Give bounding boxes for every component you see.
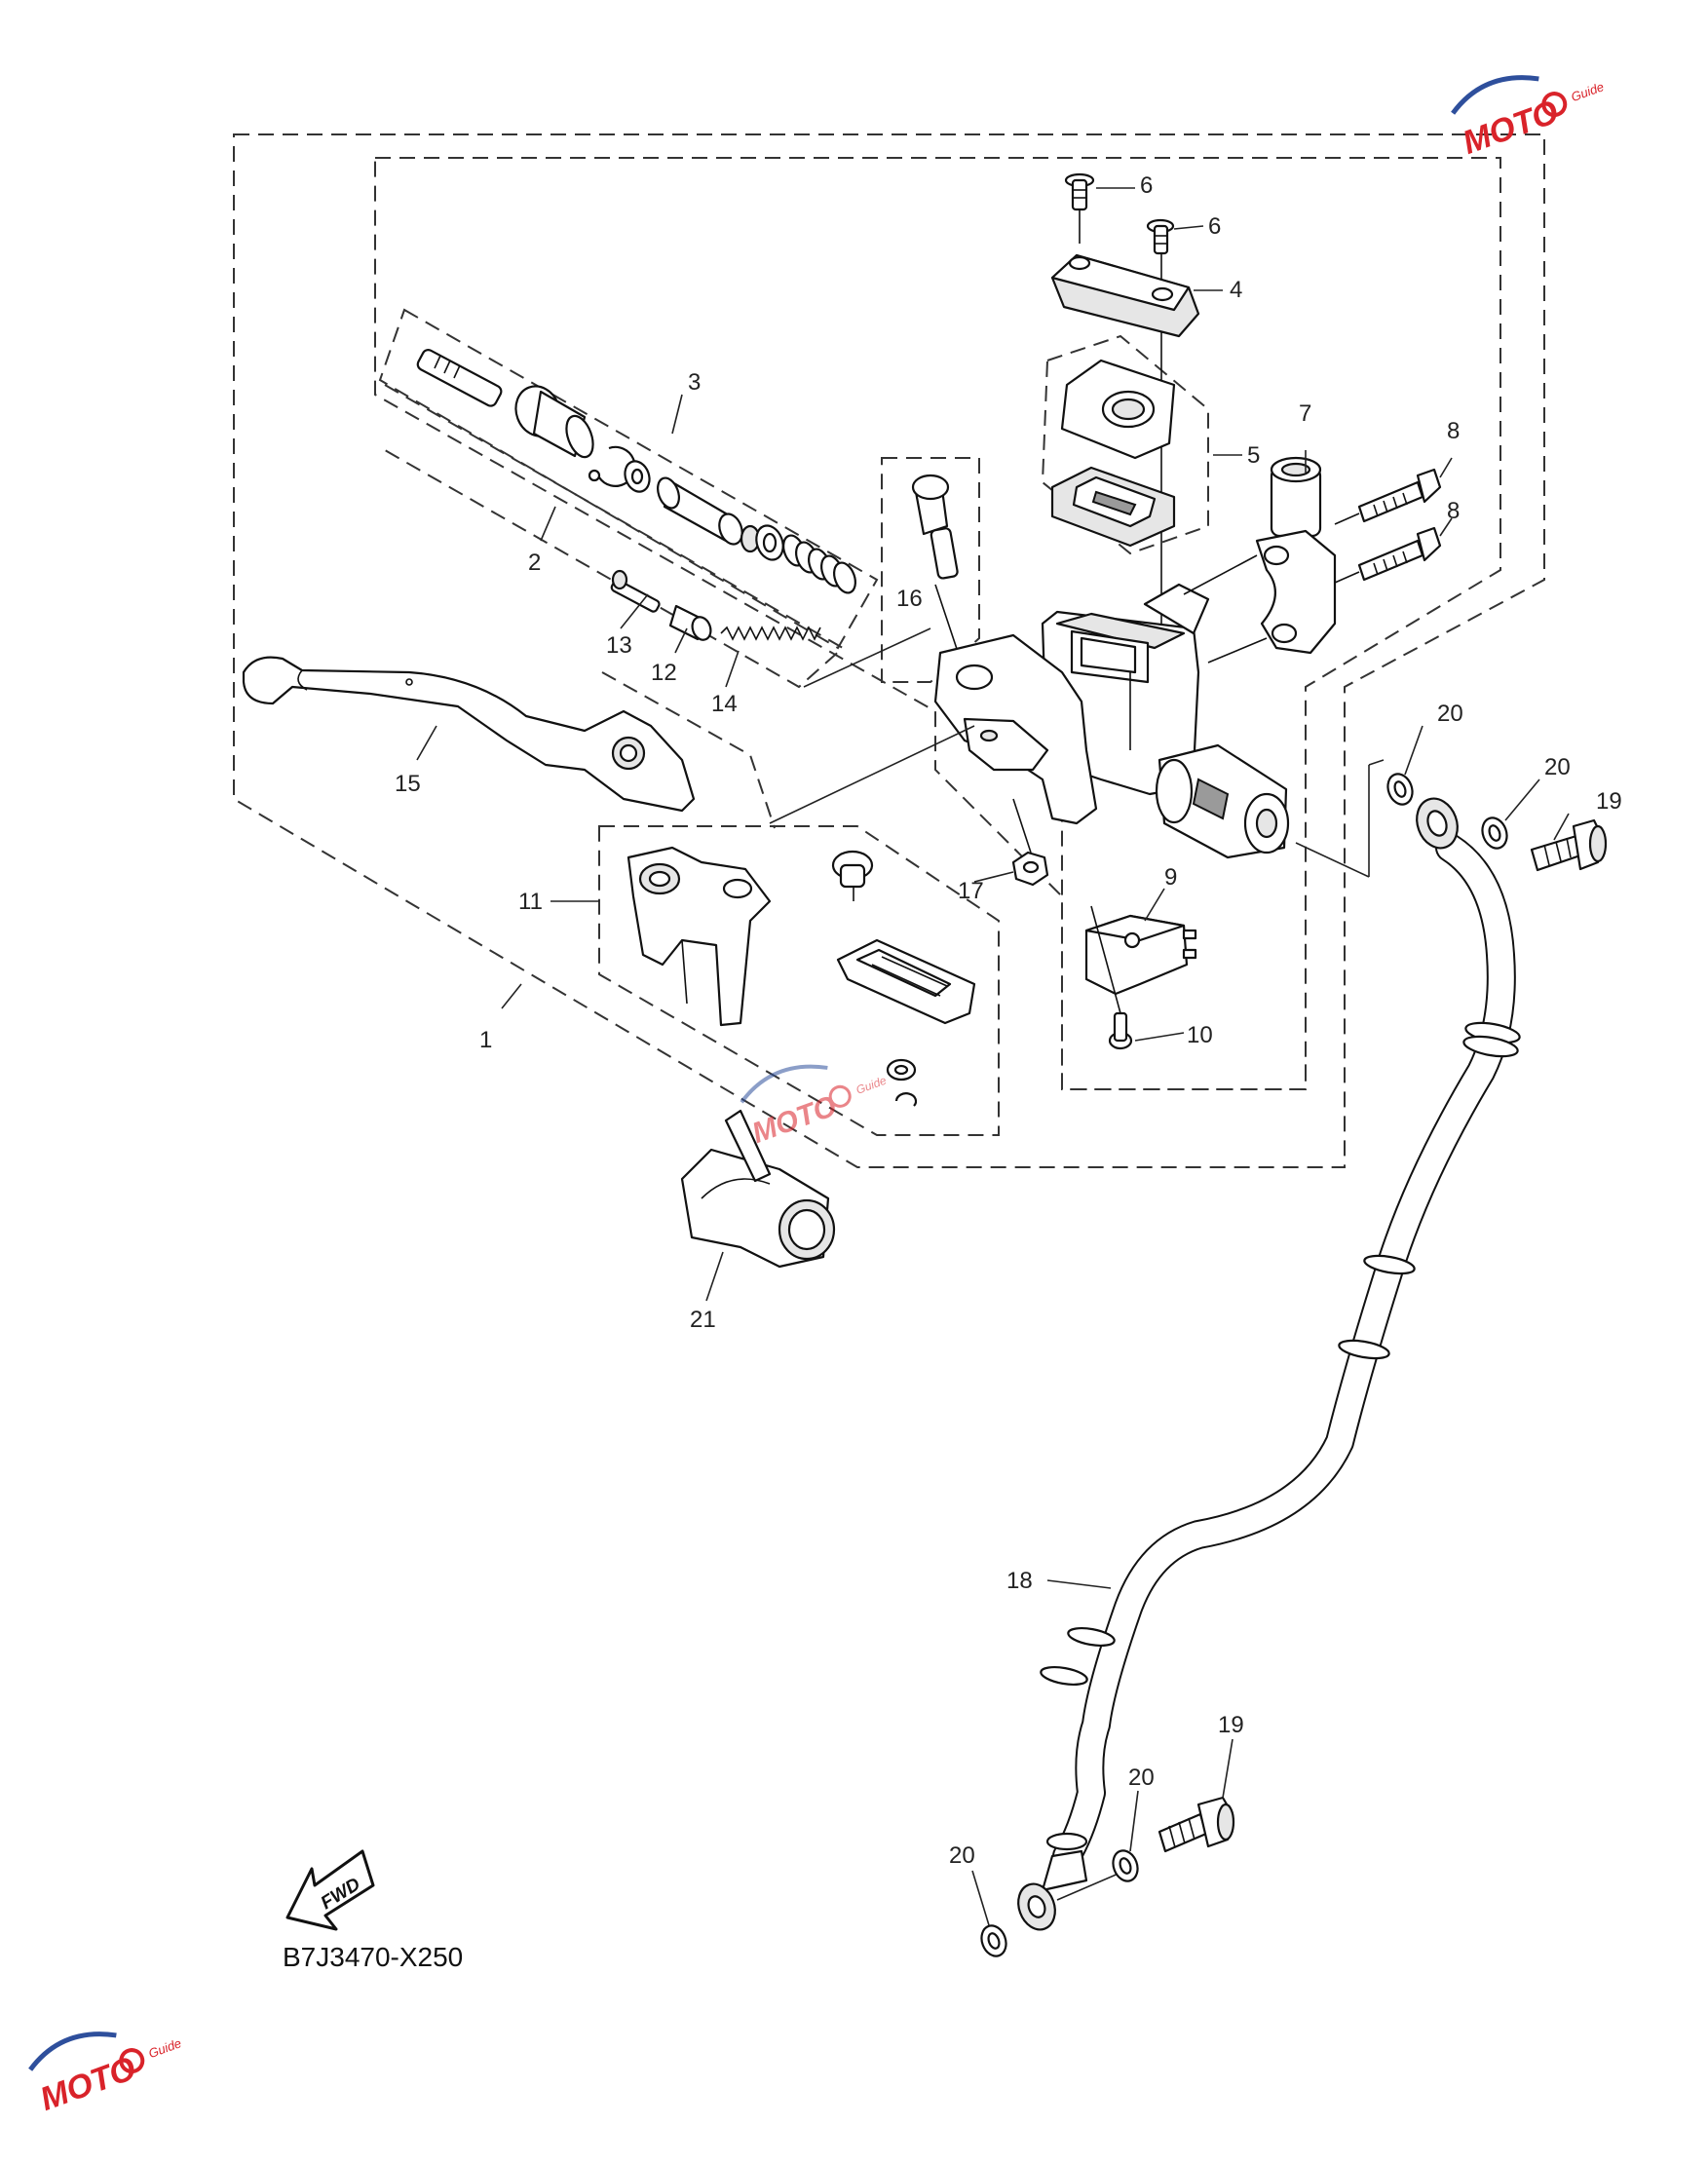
callout-18: 18 xyxy=(1006,1568,1033,1594)
lever-pivot-boundary xyxy=(601,671,776,829)
union-bolt-19a-part xyxy=(1530,818,1608,872)
callout-20c: 20 xyxy=(1128,1765,1155,1791)
callout-20a: 20 xyxy=(1437,701,1463,727)
callout-3: 3 xyxy=(688,369,701,396)
callout-1: 1 xyxy=(479,1027,492,1053)
cup-seal-part xyxy=(755,524,784,561)
lever-holder-11-boundary xyxy=(598,825,1000,1136)
banjo-upper-part xyxy=(1416,797,1459,850)
callout-6b: 6 xyxy=(1208,213,1221,240)
washer-20b-part xyxy=(1481,816,1508,850)
callout-8b: 8 xyxy=(1447,498,1460,524)
washer-small-part xyxy=(886,1058,917,1082)
callout-19a: 19 xyxy=(1596,788,1622,815)
reservoir-cap-4-part xyxy=(1050,253,1200,338)
screw-10-part xyxy=(1090,905,1133,1050)
callout-4: 4 xyxy=(1230,277,1242,303)
callout-9: 9 xyxy=(1164,864,1177,891)
svg-text:Guide: Guide xyxy=(1569,79,1606,104)
svg-text:MOTO: MOTO xyxy=(748,1090,841,1151)
callout-leaders xyxy=(416,187,1570,1926)
diaphragm-plate-part xyxy=(1060,359,1176,460)
callout-20b: 20 xyxy=(1544,754,1571,780)
diagram-code: B7J3470-X250 xyxy=(283,1942,463,1972)
adjuster-pin-13-part xyxy=(610,569,661,613)
callout-7: 7 xyxy=(1299,400,1311,427)
watermark-logo-top: MOTO Guide xyxy=(1451,75,1606,162)
lever-holder-11-part xyxy=(626,846,772,1027)
dust-boot-part xyxy=(514,385,594,459)
callout-12: 12 xyxy=(651,660,677,686)
callout-5: 5 xyxy=(1247,442,1260,469)
adjuster-knob-part xyxy=(831,850,874,901)
fwd-arrow-icon: FWD xyxy=(285,1849,375,1931)
brake-hose-18-part xyxy=(1040,833,1521,1871)
screw-6a-part xyxy=(1064,172,1095,244)
spring-part xyxy=(782,534,856,594)
diaphragm-part xyxy=(1050,466,1176,548)
pivot-bolt-16-part xyxy=(911,474,966,673)
washer-20c-part xyxy=(1112,1849,1139,1882)
callout-14: 14 xyxy=(711,691,738,717)
bolt-8a-part xyxy=(1334,468,1442,525)
assembly-1-boundary xyxy=(233,133,1545,1168)
svg-text:MOTO: MOTO xyxy=(35,2050,140,2118)
piston-rod-part xyxy=(416,349,503,407)
banjo-lower-part xyxy=(1017,1849,1121,1931)
piston-part xyxy=(657,476,761,553)
callout-6a: 6 xyxy=(1140,172,1153,199)
callout-21: 21 xyxy=(690,1307,716,1333)
spring-14-part xyxy=(720,626,821,641)
washer-part xyxy=(624,460,651,493)
svg-text:Guide: Guide xyxy=(854,1074,889,1097)
pivot-bolt-16-boundary xyxy=(881,457,980,683)
callout-17: 17 xyxy=(958,878,984,904)
watermark-logo-center: MOTO Guide xyxy=(740,1064,889,1151)
callout-8a: 8 xyxy=(1447,418,1460,444)
adjuster-12-part xyxy=(668,604,712,641)
svg-text:Guide: Guide xyxy=(146,2035,183,2061)
washer-20a-part xyxy=(1386,773,1414,806)
master-cylinder-boundary xyxy=(374,157,1501,1090)
callout-15: 15 xyxy=(395,771,421,797)
nut-17-part xyxy=(1011,798,1049,887)
svg-text:MOTO: MOTO xyxy=(1458,94,1563,162)
piston-kit-3-boundary xyxy=(378,308,879,650)
clamp-7-part xyxy=(1183,456,1337,664)
callout-13: 13 xyxy=(606,632,632,659)
adjuster-slider-part xyxy=(836,938,976,1025)
washer-20d-part xyxy=(980,1924,1007,1957)
callout-20d: 20 xyxy=(949,1842,975,1869)
callout-11: 11 xyxy=(518,889,543,915)
union-bolt-19b-part xyxy=(1158,1796,1235,1853)
clip-small-part xyxy=(894,1092,918,1107)
callout-2: 2 xyxy=(528,550,541,576)
callout-19b: 19 xyxy=(1218,1712,1244,1738)
watermark-logo-bottom: MOTO Guide xyxy=(28,2031,183,2118)
callout-16: 16 xyxy=(896,586,923,612)
diaphragm-5-boundary xyxy=(1041,334,1209,555)
cover-21-part xyxy=(680,1109,836,1269)
brake-lever-15-part xyxy=(242,656,696,813)
master-cylinder-body-part xyxy=(933,583,1290,859)
brake-switch-9-part xyxy=(1084,914,1197,996)
bolt-8b-part xyxy=(1334,526,1442,584)
callout-10: 10 xyxy=(1187,1022,1213,1048)
